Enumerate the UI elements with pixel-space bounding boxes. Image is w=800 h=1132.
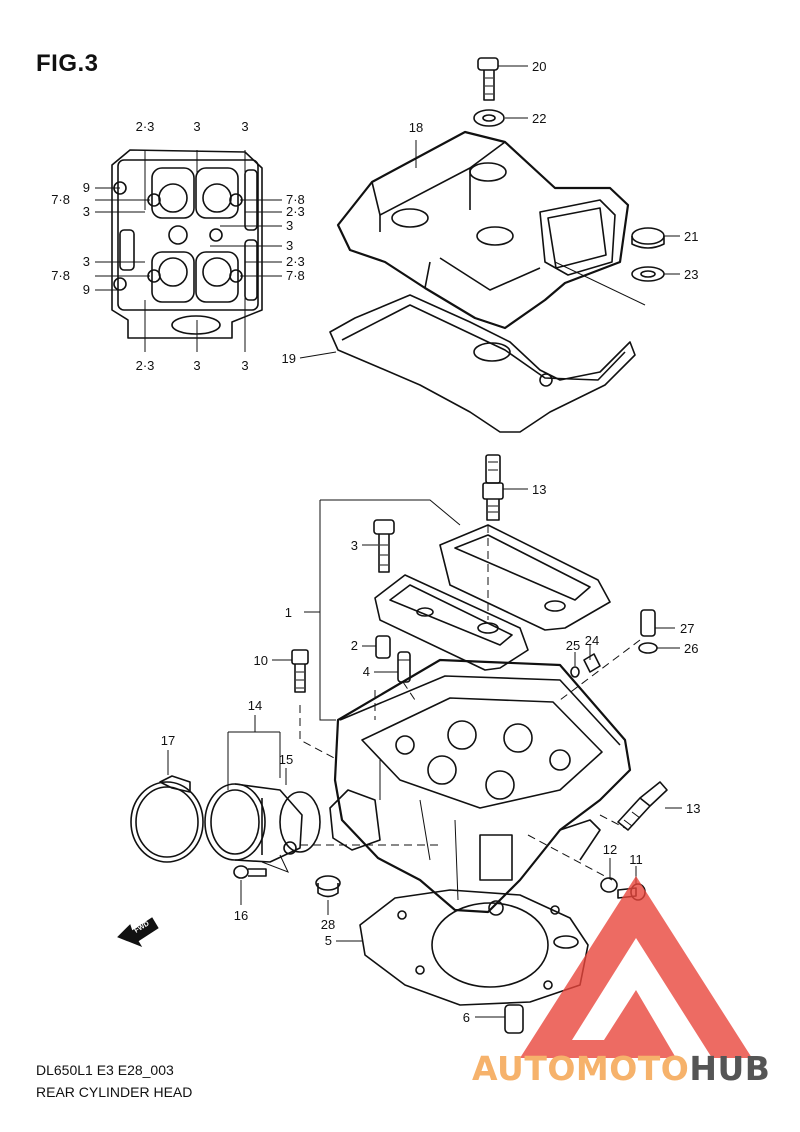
callout-13-top: 13 [532,482,546,497]
callout-25: 25 [566,638,580,653]
label-7-8-lower-right: 7·8 [286,268,305,283]
callout-22: 22 [532,111,546,126]
washer-12 [600,877,618,893]
label-2-3-top-left: 2·3 [136,119,155,134]
label-3-left-b: 3 [83,254,90,269]
watermark-brand-b: HUB [689,1049,770,1088]
callout-20: 20 [532,59,546,74]
cylinder-head-cover [336,130,630,330]
holder-bolt-10 [291,649,309,693]
label-3-bottom-right: 3 [241,358,248,373]
cover-washer-23 [631,266,665,282]
callout-4: 4 [363,664,370,679]
cover-washer-22 [473,109,505,127]
cylinder-head-gasket-5 [359,889,589,1006]
dowel-pin-6 [504,1004,524,1034]
callout-11: 11 [629,852,643,867]
label-2-3-right-b: 2·3 [286,254,305,269]
cylinder-head-top-view [95,149,282,352]
label-2-3-bottom: 2·3 [136,358,155,373]
footer-caption: REAR CYLINDER HEAD [36,1084,193,1100]
dowel-pin-2 [375,635,391,659]
holder-bolt-3 [373,519,395,573]
figure-title: FIG.3 [36,50,99,77]
callout-15: 15 [279,752,293,767]
o-ring-26 [638,642,658,654]
label-7-8-lower-left: 7·8 [51,268,70,283]
intake-o-ring-15 [279,791,321,853]
watermark-brand-a: AUTOMOTO [472,1049,689,1088]
label-3-left-a: 3 [83,204,90,219]
callout-24: 24 [585,633,599,648]
callout-21: 21 [684,229,698,244]
label-3-top-right: 3 [241,119,248,134]
callout-2: 2 [351,638,358,653]
intake-pipe-14 [204,783,303,863]
spark-plug-13-top [482,454,504,521]
spark-plug-13-side [617,781,668,831]
temp-sensor-24 [583,650,601,673]
label-9-lower: 9 [83,282,90,297]
label-3-right-a: 3 [286,218,293,233]
callout-14: 14 [248,698,262,713]
plug-28 [315,875,341,898]
callout-27: 27 [680,621,694,636]
intake-screw-16 [233,865,267,879]
callout-19: 19 [282,351,296,366]
dowel-pin-27 [640,609,656,637]
callout-6: 6 [463,1010,470,1025]
callout-1: 1 [285,605,292,620]
cylinder-head-body [329,658,632,916]
label-7-8-upper-left: 7·8 [51,192,70,207]
callout-26: 26 [684,641,698,656]
callout-13-side: 13 [686,801,700,816]
label-3-top-mid: 3 [193,119,200,134]
watermark-text: AUTOMOTOHUB [472,1049,770,1088]
callout-5: 5 [325,933,332,948]
callout-12: 12 [603,842,617,857]
footer-code: DL650L1 E3 E28_003 [36,1062,174,1078]
callout-16: 16 [234,908,248,923]
gasket-ring-25 [570,666,580,678]
callout-28: 28 [321,917,335,932]
cover-bolt-21 [631,227,665,249]
callout-3: 3 [351,538,358,553]
label-7-8-upper-right: 7·8 [286,192,305,207]
intake-clamp-17 [130,775,204,863]
callout-18: 18 [409,120,423,135]
forward-arrow-icon: FWD [117,917,159,947]
callout-23: 23 [684,267,698,282]
label-3-bottom-mid: 3 [193,358,200,373]
camshaft-holder-assembly [374,524,611,671]
label-3-right-b: 3 [286,238,293,253]
label-9-upper: 9 [83,180,90,195]
callout-10: 10 [254,653,268,668]
callout-17: 17 [161,733,175,748]
label-2-3-right-a: 2·3 [286,204,305,219]
cover-gasket-19 [329,294,636,433]
automotohub-watermark-logo: AUTOMOTOHUB [472,876,770,1088]
cover-bolt-20 [477,57,499,101]
